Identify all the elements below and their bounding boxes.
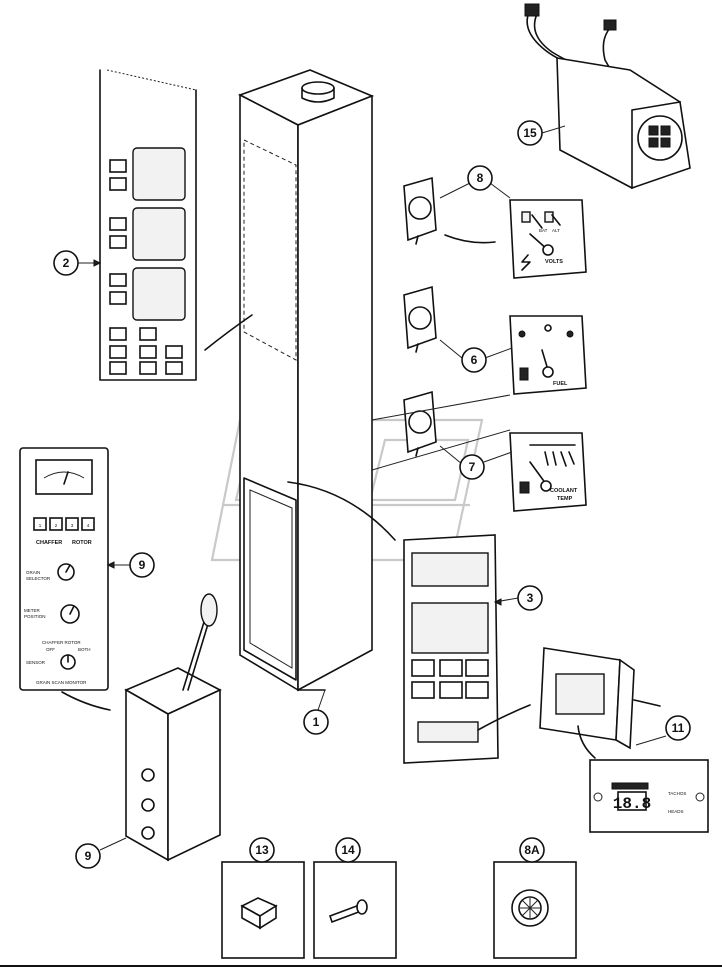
rotor-label: ROTOR bbox=[72, 540, 92, 546]
volts-gauge: VOLTS BAT ALT bbox=[403, 176, 587, 279]
callout-label: 8 bbox=[477, 171, 484, 185]
fuel-gauge: FUEL bbox=[403, 285, 587, 395]
callout-label: 6 bbox=[471, 353, 478, 367]
callout-label: 8A bbox=[524, 843, 540, 857]
monitor-button-1: 1 bbox=[39, 523, 42, 528]
monitor-button-3: 3 bbox=[71, 523, 74, 528]
callout-label: 15 bbox=[523, 126, 537, 140]
callout-label: 9 bbox=[85, 849, 92, 863]
decal-panel bbox=[99, 69, 253, 381]
callout-8: 8 bbox=[439, 165, 511, 199]
grain-selector-label-1: GRAIN bbox=[26, 570, 40, 575]
callout-label: 9 bbox=[139, 558, 146, 572]
switch-module bbox=[524, 3, 691, 190]
callout-2: 2 bbox=[53, 250, 102, 276]
callout-label: 2 bbox=[63, 256, 70, 270]
tach-unit-2: HEADS bbox=[668, 809, 684, 814]
console-post bbox=[237, 69, 375, 692]
callout-label: 1 bbox=[313, 715, 320, 729]
monitor-button-4: 4 bbox=[87, 523, 90, 528]
callout-15: 15 bbox=[517, 120, 566, 146]
both-label: BOTH bbox=[78, 647, 91, 652]
meter-position-label-2: POSITION bbox=[24, 614, 46, 619]
grain-scan-monitor: 1 2 3 4 CHAFFER ROTOR GRAIN SELECTOR MET… bbox=[19, 447, 109, 691]
off-label: OFF bbox=[46, 647, 55, 652]
sensor-label: SENSOR bbox=[26, 660, 46, 665]
monitor-title: GRAIN SCAN MONITOR bbox=[36, 680, 87, 685]
grain-selector-label-2: SELECTOR bbox=[26, 576, 51, 581]
coolant-label-1: COOLANT bbox=[550, 488, 578, 494]
callout-1: 1 bbox=[303, 689, 329, 735]
tach-module: 18.8 TACHOS HEADS bbox=[539, 647, 709, 833]
tach-digits: 18.8 bbox=[613, 795, 651, 813]
volts-label: VOLTS bbox=[545, 259, 563, 265]
chaffer-label: CHAFFER bbox=[36, 540, 62, 546]
instrument-cluster bbox=[403, 534, 499, 764]
bat-label: BAT bbox=[539, 228, 548, 233]
monitor-button-2: 2 bbox=[55, 523, 58, 528]
callout-label: 11 bbox=[672, 721, 685, 735]
callout-9-lower: 9 bbox=[75, 837, 127, 869]
callout-label: 7 bbox=[469, 460, 476, 474]
callout-6: 6 bbox=[439, 339, 513, 373]
callout-label: 13 bbox=[255, 843, 269, 857]
part-14-box: 14 bbox=[313, 837, 397, 959]
alt-label: ALT bbox=[552, 228, 560, 233]
fuel-label: FUEL bbox=[553, 381, 568, 387]
part-8a-box: 8A bbox=[493, 837, 577, 959]
chaffer-rotor-label: CHAFFER ROTOR bbox=[42, 640, 81, 645]
callout-9-upper: 9 bbox=[106, 552, 155, 578]
part-13-box: 13 bbox=[221, 837, 305, 959]
callout-label: 3 bbox=[527, 591, 534, 605]
control-housing bbox=[61, 593, 222, 862]
meter-position-label-1: METER bbox=[24, 608, 41, 613]
coolant-gauge: COOLANT TEMP bbox=[403, 390, 587, 512]
callout-3: 3 bbox=[493, 585, 543, 611]
callout-label: 14 bbox=[341, 843, 355, 857]
callout-11: 11 bbox=[635, 715, 691, 746]
coolant-label-2: TEMP bbox=[557, 496, 573, 502]
tach-unit-1: TACHOS bbox=[668, 791, 686, 796]
callout-7: 7 bbox=[439, 445, 513, 480]
